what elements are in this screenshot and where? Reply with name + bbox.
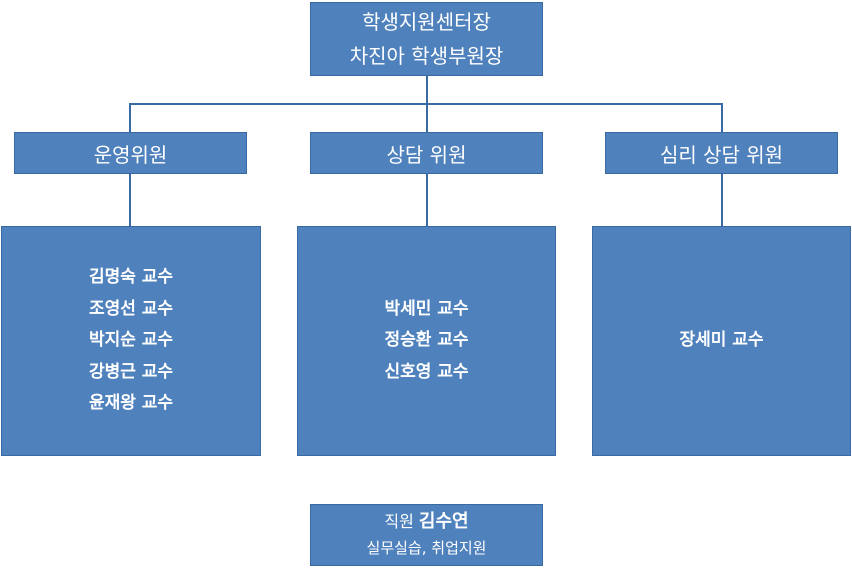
- committee-counseling: 상담 위원: [310, 132, 543, 174]
- member-item: 박지순 교수: [88, 330, 174, 351]
- connector-top-vertical: [426, 76, 428, 104]
- staff-node: 직원 김수연 실무실습, 취업지원: [310, 504, 543, 566]
- committee-title: 운영위원: [93, 142, 168, 167]
- director-node: 학생지원센터장 차진아 학생부원장: [310, 2, 543, 76]
- director-title: 학생지원센터장: [362, 10, 491, 34]
- members-operations: 김명숙 교수 조영선 교수 박지순 교수 강병근 교수 윤재왕 교수: [1, 226, 261, 456]
- director-name: 차진아 학생부원장: [349, 44, 504, 68]
- member-item: 정승환 교수: [384, 330, 469, 351]
- staff-role: 직원: [384, 512, 414, 531]
- connector-branch-3: [721, 103, 723, 132]
- connector-branch-1: [129, 103, 131, 132]
- staff-duties: 실무실습, 취업지원: [366, 539, 487, 557]
- committee-operations: 운영위원: [14, 132, 247, 174]
- committee-psych-counseling: 심리 상담 위원: [605, 132, 838, 174]
- connector-members-2: [426, 174, 428, 226]
- members-counseling: 박세민 교수 정승환 교수 신호영 교수: [297, 226, 556, 456]
- connector-branch-2: [426, 103, 428, 132]
- member-item: 윤재왕 교수: [88, 393, 174, 414]
- staff-name: 김수연: [418, 511, 469, 532]
- member-item: 김명숙 교수: [88, 267, 174, 288]
- member-item: 조영선 교수: [88, 298, 174, 319]
- connector-members-1: [129, 174, 131, 226]
- connector-members-3: [721, 174, 723, 226]
- member-item: 박세민 교수: [384, 298, 469, 319]
- committee-title: 심리 상담 위원: [659, 142, 784, 167]
- staff-header: 직원 김수연: [384, 509, 468, 535]
- member-item: 신호영 교수: [384, 361, 469, 382]
- member-item: 강병근 교수: [88, 361, 174, 382]
- member-item: 장세미 교수: [679, 330, 764, 351]
- members-psych-counseling: 장세미 교수: [592, 226, 851, 456]
- committee-title: 상담 위원: [386, 142, 467, 167]
